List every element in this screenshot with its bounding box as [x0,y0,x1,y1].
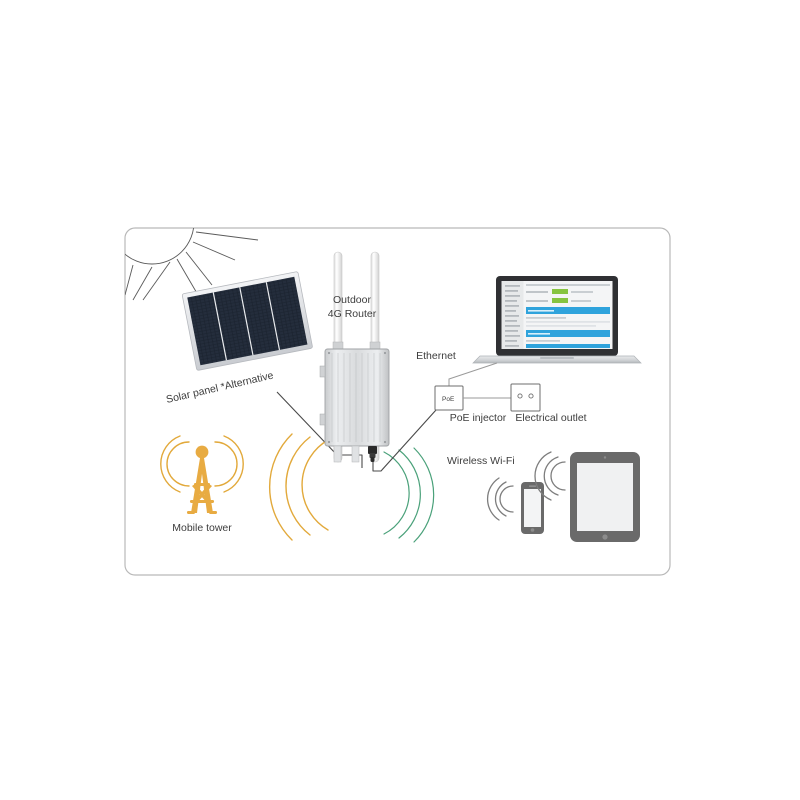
tablet [570,452,640,542]
connection-ethernet [448,362,498,386]
mobile-tower-label: Mobile tower [172,522,232,534]
router-mount-lower [319,413,326,426]
status-badge-1 [552,289,568,294]
signal-waves-4g [269,433,329,541]
signal-waves-wifi [383,447,435,543]
smartphone-signal-waves [486,477,514,521]
smartphone [521,482,544,534]
router-mount-upper [319,365,326,378]
connection-solar-to-router [276,391,363,468]
poe-injector-label: PoE injector [450,412,507,424]
poe-box-label: PoE [442,396,455,403]
outlet-hole-left [517,393,523,399]
section-bar-3 [526,344,610,348]
poe-injector: PoE [434,385,464,411]
router-body [324,348,390,447]
section-bar-1 [526,307,610,314]
router-label-line2: 4G Router [328,308,377,320]
outlet-hole-right [528,393,534,399]
tablet-signal-waves [534,451,566,501]
mobile-tower [160,435,244,514]
electrical-outlet [510,383,541,412]
laptop [472,276,642,364]
section-bar-2 [526,330,610,337]
router-label-line1: Outdoor [333,294,371,306]
router-cable-gland [368,446,377,462]
electrical-outlet-label: Electrical outlet [515,412,586,424]
status-badge-2 [552,298,568,303]
laptop-base [472,355,642,364]
sun-icon [125,228,259,301]
outdoor-4g-router [319,251,390,463]
solar-panel [181,271,313,371]
laptop-screen-content [526,284,610,348]
laptop-screen-sidebar [505,285,520,347]
wireless-wifi-label: Wireless Wi-Fi [447,455,515,467]
ethernet-label: Ethernet [416,350,456,362]
